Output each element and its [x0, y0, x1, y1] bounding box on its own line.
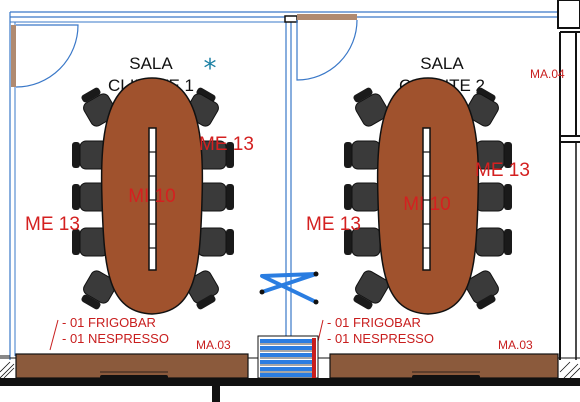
- chair-code-left: ME 13: [306, 214, 361, 235]
- note-frigobar: - 01 FRIGOBAR: [62, 315, 156, 330]
- cabinet-room2: [329, 353, 559, 380]
- chairs-right-room1: [185, 87, 234, 310]
- chair-code-right: ME 13: [199, 134, 254, 155]
- central-partition: [284, 14, 357, 360]
- note-nespresso: - 01 NESPRESSO: [62, 331, 169, 346]
- note-frigobar: - 01 FRIGOBAR: [327, 315, 421, 330]
- door-leaf-right: [297, 14, 357, 20]
- table-code: MI 10: [128, 186, 176, 207]
- cabinet-room1: [15, 353, 249, 380]
- marker-asterisk: *: [204, 54, 217, 84]
- cabinet-code: MA.03: [196, 338, 231, 352]
- table-room1: [100, 77, 204, 315]
- chairs-right-room2: [465, 87, 512, 310]
- external-code: MA.04: [530, 67, 565, 81]
- door-swings: [15, 19, 358, 88]
- folding-panels: [257, 271, 319, 379]
- table-code: MI 10: [403, 194, 451, 215]
- chair-code-left: ME 13: [25, 214, 80, 235]
- table-room2: [376, 77, 480, 315]
- room-2: SALA CLIENTE 2: [306, 54, 559, 380]
- room-1: SALA CLIENTE 1 *: [15, 54, 254, 380]
- chair-code-right: ME 13: [475, 160, 530, 181]
- note-nespresso: - 01 NESPRESSO: [327, 331, 434, 346]
- cabinet-code: MA.03: [498, 338, 533, 352]
- door-leaf-left: [11, 25, 16, 87]
- room-title-line1: SALA: [420, 54, 464, 73]
- room-title-line1: SALA: [129, 54, 173, 73]
